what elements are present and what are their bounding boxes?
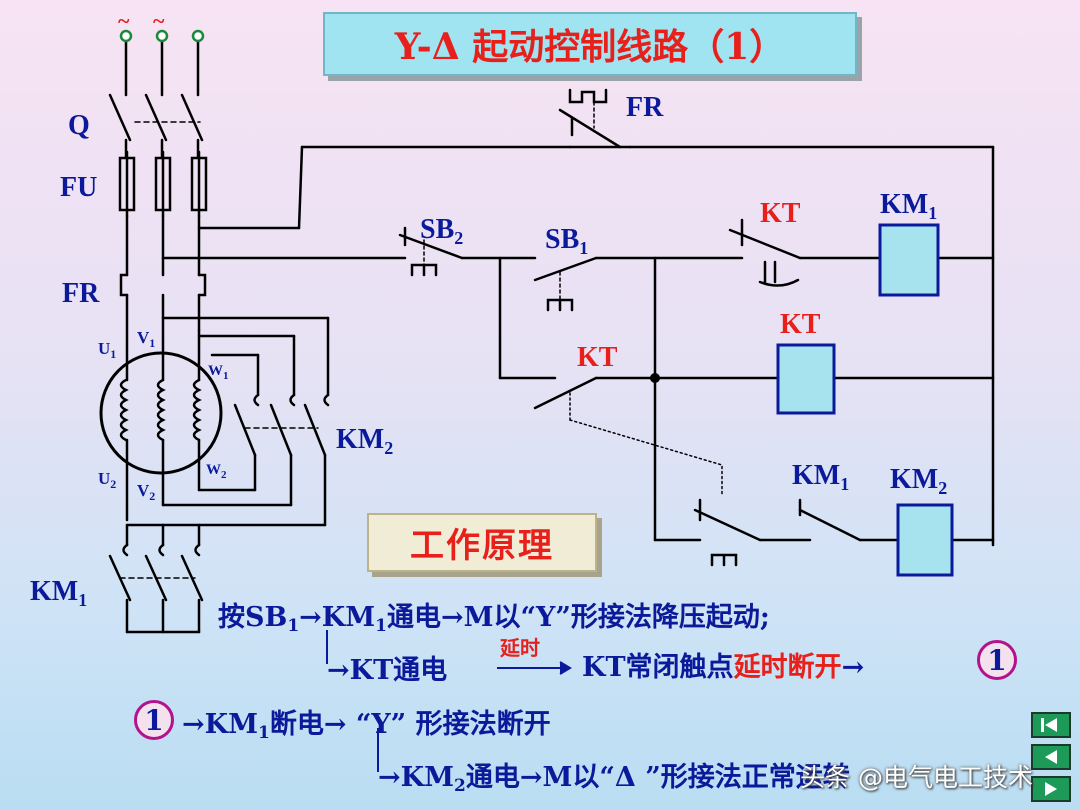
sb1-label: SB1: [545, 224, 588, 258]
km1-coil: [878, 223, 940, 297]
first-icon: [1041, 718, 1057, 732]
principle-line-1: 按SB1→KM1通电→M以“Y”形接法降压起动;: [218, 602, 770, 636]
slide-title: Y-Δ 起动控制线路（1）: [323, 12, 857, 76]
kt-nc-label: KT: [760, 198, 801, 229]
kt-coil-label: KT: [780, 309, 821, 340]
step-marker: 1: [977, 640, 1017, 680]
sb2-label: SB2: [420, 214, 463, 248]
fu-label: FU: [60, 172, 97, 203]
km2-main-label: KM2: [336, 424, 393, 458]
u2-label: U2: [98, 469, 116, 491]
principle-heading: 工作原理: [367, 513, 597, 572]
fr-main-label: FR: [62, 278, 100, 309]
tilde-1: ~: [118, 8, 130, 33]
principle-line-2b: KT常闭触点延时断开→: [582, 652, 865, 683]
principle-line-2: →KT通电: [327, 655, 448, 686]
principle-line-3: →KM1断电→ “Y” 形接法断开: [182, 709, 551, 743]
km1-contact-label: KM1: [792, 460, 849, 494]
kt-no-label: KT: [577, 342, 618, 373]
u1-label: U1: [98, 339, 116, 361]
w1-label: W1: [208, 363, 229, 382]
delay-label: 延时: [500, 636, 540, 660]
first-slide-button[interactable]: [1031, 712, 1071, 738]
next-icon: [1045, 782, 1057, 796]
km1-coil-label: KM1: [880, 189, 937, 223]
kt-coil: [776, 343, 836, 415]
watermark: 头条 @电气电工技术: [800, 763, 1033, 792]
step-marker-start: 1: [134, 700, 174, 740]
w2-label: W2: [206, 462, 227, 481]
v2-label: V2: [137, 481, 155, 503]
fr-contact-label: FR: [626, 92, 664, 123]
km1-main-label: KM1: [30, 576, 87, 610]
v1-label: V1: [137, 328, 155, 350]
prev-slide-button[interactable]: [1031, 744, 1071, 770]
q-label: Q: [68, 110, 90, 141]
km2-coil: [896, 503, 954, 577]
principle-line-4: →KM2通电→M以“Δ ”形接法正常运转: [378, 762, 850, 796]
km2-coil-label: KM2: [890, 464, 947, 498]
prev-icon: [1045, 750, 1057, 764]
tilde-2: ~: [153, 8, 165, 33]
next-slide-button[interactable]: [1031, 776, 1071, 802]
